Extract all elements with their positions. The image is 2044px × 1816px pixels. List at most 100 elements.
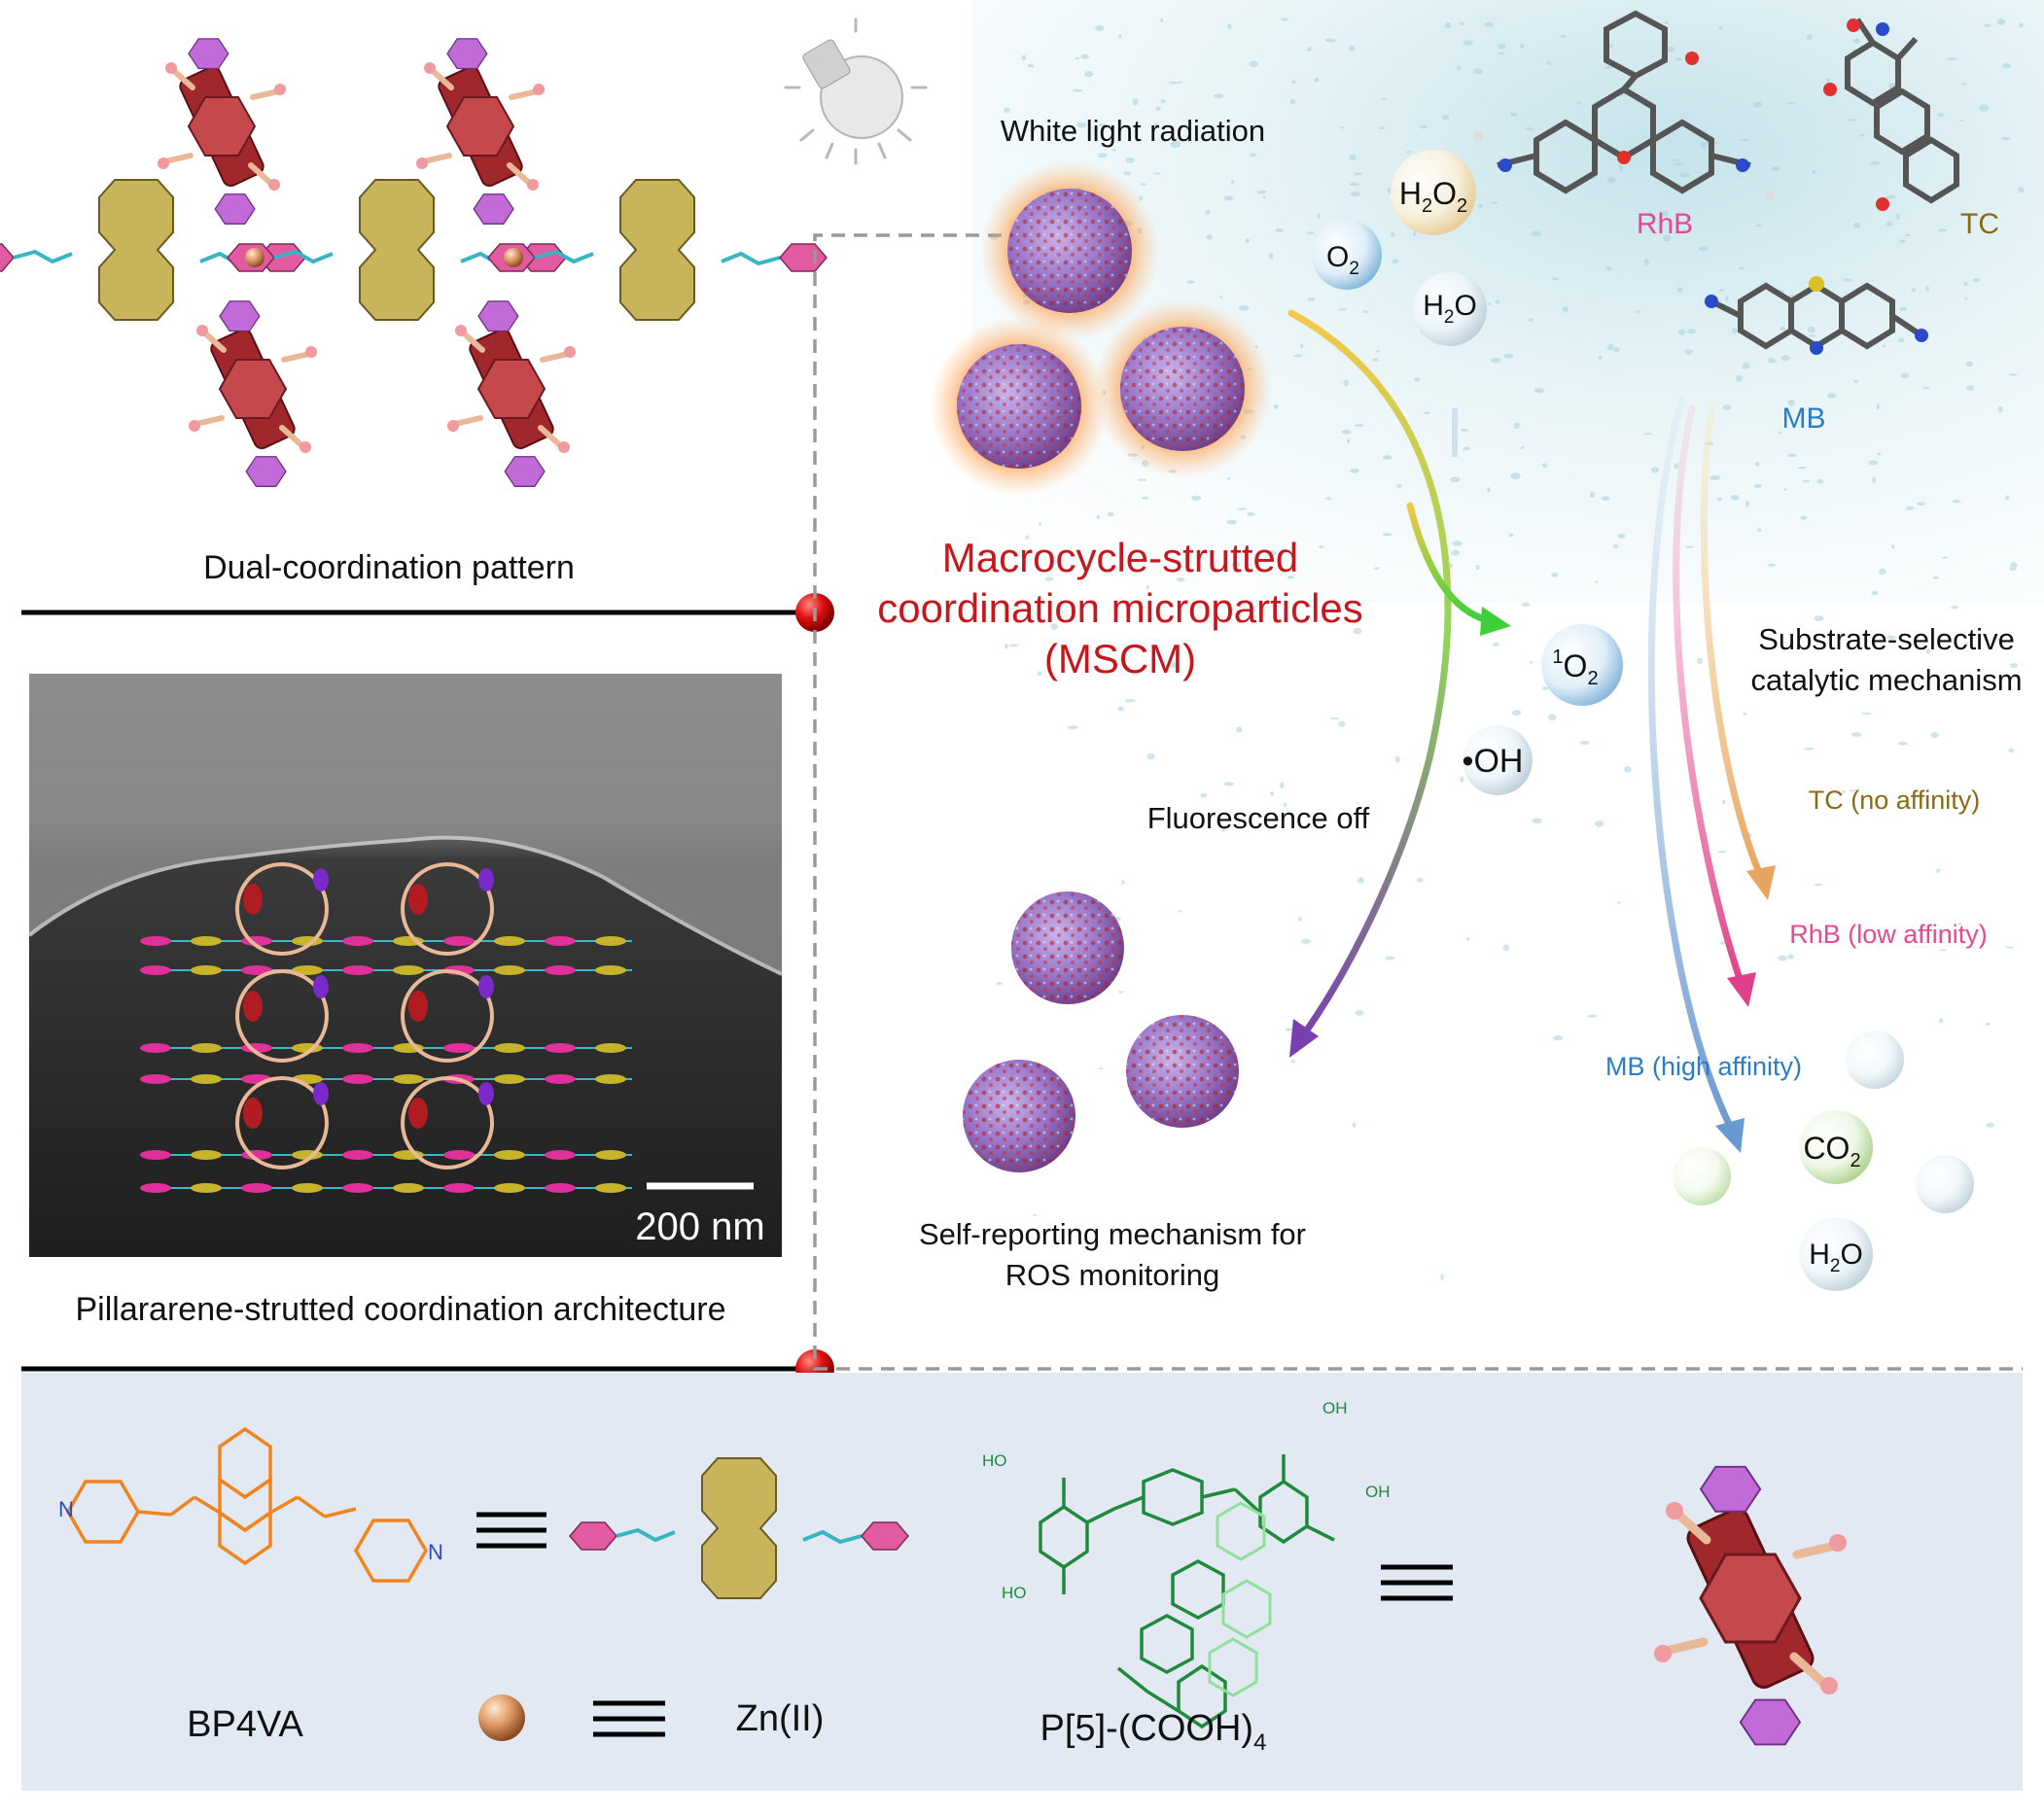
zn-ion-1 xyxy=(245,248,264,267)
water-speckle xyxy=(1502,944,1510,952)
water-speckle xyxy=(1520,43,1525,50)
water-speckle xyxy=(1349,154,1357,161)
water-speckle xyxy=(1937,228,1948,232)
water-speckle xyxy=(1349,45,1356,52)
tc-arrow xyxy=(1700,404,1764,879)
tc-atoms xyxy=(1823,18,1889,211)
water-speckle xyxy=(1096,514,1101,519)
water-speckle xyxy=(1357,877,1364,884)
water-speckle xyxy=(1802,479,1811,483)
p5-ho-2: HO xyxy=(1002,1584,1027,1602)
pillararene-ring xyxy=(235,1076,329,1170)
water-speckle xyxy=(1118,991,1124,994)
water-speckle xyxy=(1521,602,1530,608)
water-speckle xyxy=(1413,229,1417,237)
dual-coordination-label: Dual-coordination pattern xyxy=(203,549,575,586)
water-speckle xyxy=(1160,99,1166,104)
layer-segment xyxy=(494,965,525,975)
rhb-arrowhead xyxy=(1727,972,1756,1007)
water-speckle xyxy=(1473,68,1483,74)
water-speckle xyxy=(2010,562,2018,569)
water-speckle xyxy=(1352,1122,1357,1128)
p5-ho-1: HO xyxy=(982,1451,1007,1470)
water-speckle xyxy=(1107,511,1114,517)
water-speckle xyxy=(1941,556,1949,559)
water-speckle xyxy=(1672,158,1682,161)
water-speckle xyxy=(1084,71,1094,78)
water-speckle xyxy=(1532,818,1543,824)
water-speckle xyxy=(1922,386,1930,390)
svg-text:H2O2: H2O2 xyxy=(1399,176,1467,217)
water-speckle xyxy=(1608,44,1613,49)
layer-segment xyxy=(494,1183,525,1193)
water-speckle xyxy=(1778,955,1787,961)
water-speckle xyxy=(1780,355,1790,362)
water-speckle xyxy=(1719,941,1726,945)
water-speckle xyxy=(1965,361,1974,367)
water-speckle xyxy=(1206,234,1214,240)
pillararene-ring xyxy=(401,1076,494,1170)
layer-segment xyxy=(342,936,373,946)
water-speckle xyxy=(1338,720,1346,727)
water-speckle xyxy=(1146,752,1155,760)
water-speckle xyxy=(1392,259,1399,264)
water-speckle xyxy=(1730,495,1740,501)
water-speckle xyxy=(2005,946,2015,949)
water-speckle xyxy=(1808,334,1816,337)
layer-segment xyxy=(595,1074,626,1084)
water-speckle xyxy=(1753,101,1763,108)
water-speckle xyxy=(1930,732,1939,739)
water-speckle xyxy=(1121,880,1125,885)
equivalence-sign-2 xyxy=(593,1700,665,1737)
water-speckle xyxy=(1205,209,1211,215)
water-speckle xyxy=(1293,354,1303,358)
svg-text:CO2: CO2 xyxy=(1803,1131,1860,1171)
self-reporting-line1: Self-reporting mechanism for xyxy=(919,1217,1306,1251)
svg-text:H2O: H2O xyxy=(1423,290,1477,328)
water-speckle xyxy=(1118,34,1122,39)
water-speckle xyxy=(1899,306,1908,311)
water-speckle xyxy=(1325,38,1336,43)
water-speckle xyxy=(1816,479,1824,484)
water-speckle xyxy=(1643,259,1649,265)
water-speckle xyxy=(1317,213,1321,220)
water-speckle xyxy=(1847,119,1856,122)
water-speckle xyxy=(1595,821,1604,827)
water-speckle xyxy=(1444,22,1452,29)
water-speckle xyxy=(1740,138,1749,142)
water-speckle xyxy=(1601,496,1610,502)
layer-segment xyxy=(443,1183,475,1193)
water-speckle xyxy=(1037,671,1042,677)
water-speckle xyxy=(1289,98,1296,105)
water-speckle xyxy=(1911,287,1917,293)
water-speckle xyxy=(1307,297,1316,301)
water-speckle xyxy=(1814,883,1822,887)
water-speckle xyxy=(1778,431,1782,435)
rhb-arrow xyxy=(1673,404,1744,986)
water-speckle xyxy=(1562,306,1568,313)
water-speckle xyxy=(1742,363,1750,369)
singlet-oxygen-arrow xyxy=(1406,502,1492,624)
water-speckle xyxy=(1134,558,1138,562)
water-speckle xyxy=(1826,78,1831,84)
water-speckle xyxy=(1542,686,1549,691)
water-speckle xyxy=(1227,23,1232,30)
water-speckle xyxy=(1664,20,1669,24)
self-reporting-line2: ROS monitoring xyxy=(1005,1258,1220,1292)
layer-segment xyxy=(191,1043,222,1053)
water-speckle xyxy=(1871,476,1877,484)
water-speckle xyxy=(1674,162,1683,166)
water-speckle xyxy=(1249,60,1258,68)
water-speckle xyxy=(1951,605,1958,610)
p5-oh-1: OH xyxy=(1322,1399,1348,1417)
water-speckle xyxy=(1347,437,1351,444)
h2o-bubble-top: H2O xyxy=(1413,272,1487,346)
mscm-particles-glowing xyxy=(930,161,1272,496)
fluorescence-off-label: Fluorescence off xyxy=(1147,801,1370,835)
water-speckle xyxy=(1898,239,1906,244)
water-speckle xyxy=(1606,343,1615,351)
water-speckle xyxy=(1004,107,1010,114)
layer-segment xyxy=(292,965,323,975)
water-speckle xyxy=(1916,502,1925,506)
layer-segment xyxy=(595,965,626,975)
